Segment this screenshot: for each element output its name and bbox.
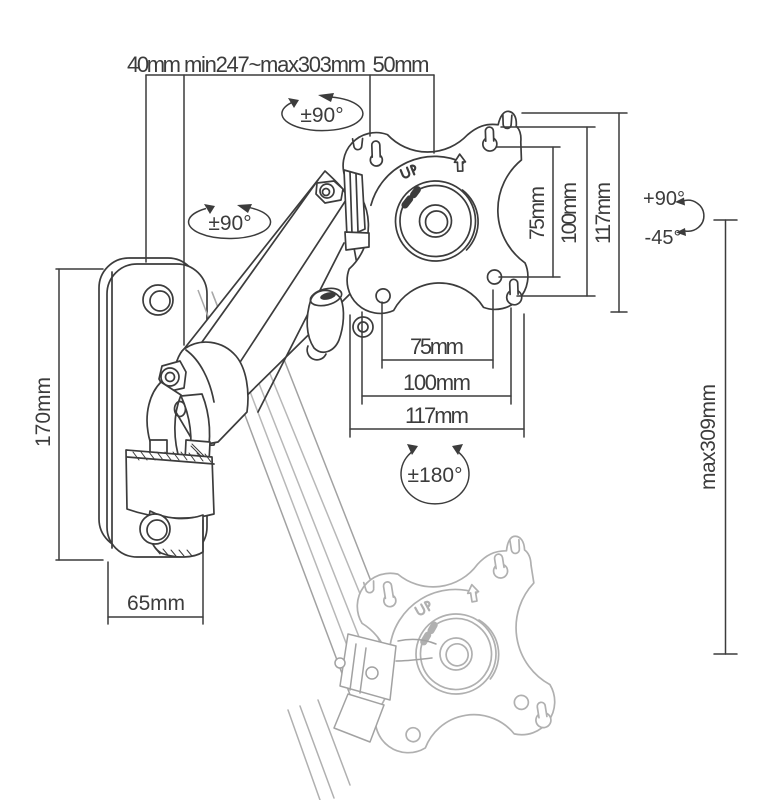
svg-text:75mm: 75mm — [526, 186, 549, 240]
svg-text:117mm: 117mm — [405, 403, 469, 428]
svg-text:±180°: ±180° — [408, 464, 463, 487]
svg-text:±90°: ±90° — [208, 212, 251, 235]
svg-text:50mm: 50mm — [373, 52, 430, 77]
svg-text:40mm: 40mm — [127, 52, 181, 77]
svg-text:75mm: 75mm — [410, 334, 464, 359]
svg-text:-45°: -45° — [645, 227, 682, 249]
svg-text:+90°: +90° — [643, 188, 685, 210]
svg-text:min247~max303mm: min247~max303mm — [184, 52, 366, 77]
svg-text:100mm: 100mm — [403, 370, 471, 395]
svg-text:±90°: ±90° — [300, 104, 343, 127]
svg-text:max309mm: max309mm — [697, 384, 720, 490]
svg-text:117mm: 117mm — [592, 182, 615, 244]
svg-text:170mm: 170mm — [32, 377, 55, 447]
svg-text:100mm: 100mm — [558, 182, 581, 244]
svg-text:65mm: 65mm — [127, 592, 185, 615]
